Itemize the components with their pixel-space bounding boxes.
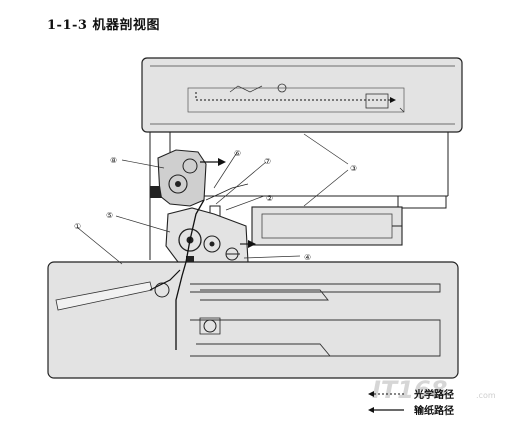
leader-lines [77,133,349,265]
callout-4: ④ [304,253,311,262]
callout-1: ① [74,222,81,231]
fuser-drum-assembly [150,149,249,217]
legend-paper-path: 输纸路径 [414,404,454,417]
page-title: 1-1-3 机器剖视图 [47,18,160,33]
scanner-unit [141,57,463,133]
callout-6: ⑥ [234,149,241,158]
drum-unit [165,207,256,267]
callout-8: ⑧ [110,156,117,165]
watermark-domain: .com [476,391,496,400]
watermark: IT168 .com [372,376,496,404]
legend-optical-path: 光学路径 [413,388,454,401]
legend: 光学路径 输纸路径 [368,388,454,417]
callout-5: ⑤ [106,211,113,220]
callout-7: ⑦ [264,157,271,166]
callouts: ① ② ③ ④ ⑤ ⑥ ⑦ ⑧ [74,149,357,262]
paper-cassette-unit [47,199,459,379]
toner-cartridge [251,206,403,246]
callout-3: ③ [350,164,357,173]
watermark-brand: IT168 [372,376,447,404]
callout-2: ② [266,194,273,203]
